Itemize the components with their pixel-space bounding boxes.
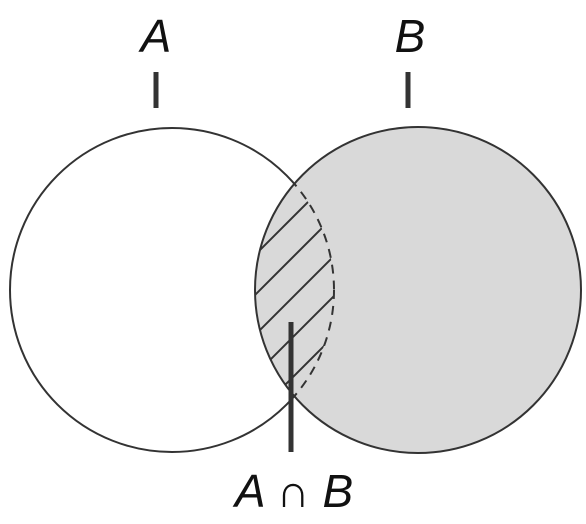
set-a-dashed-arc	[255, 127, 335, 453]
set-a-label: A	[138, 10, 172, 62]
intersection-label: A ∩ B	[232, 465, 353, 517]
set-b-circle	[254, 126, 582, 454]
set-b-label: B	[395, 10, 426, 62]
